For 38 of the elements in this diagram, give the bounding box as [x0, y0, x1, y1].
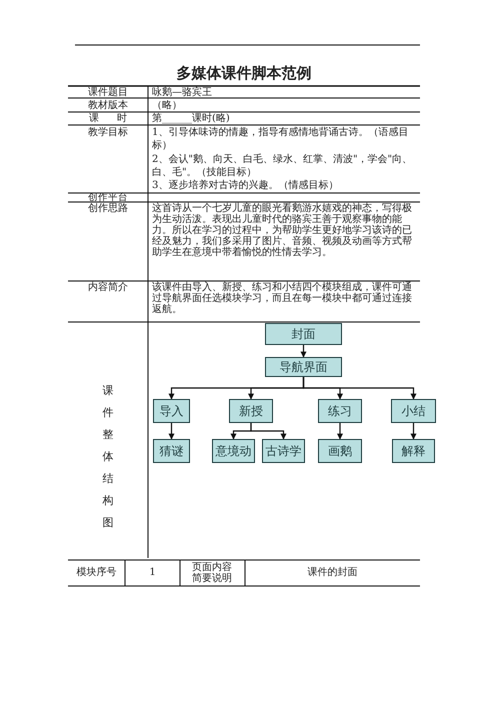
goal-text: 1、引导体味诗的情趣，指导有感情地背诵古诗。（语感目标）: [152, 126, 410, 153]
arrow: [302, 377, 416, 400]
arrow: [250, 423, 286, 440]
goal-text: 3、逐步培养对古诗的兴趣。（情感目标）: [152, 179, 340, 192]
paragraph: 这首诗从一个七岁儿童的眼光看鹅游水嬉戏的神态，写得极为生动活泼。表现出儿童时代的骆宾王善于观察事物的能力。所以在学习的过程中，为帮助学生更好地学习该诗的已经及魅力，我们多采用了图片、音频、视频及动画等方式帮助学生在意境中带着愉悦的性情去学习。: [152, 203, 413, 258]
row-header: 课时: [88, 113, 146, 124]
cell-text: 1: [148, 567, 157, 580]
module-box: 猜谜: [153, 439, 190, 463]
module-box: 导入: [153, 399, 190, 423]
module-box: 意境动: [212, 439, 255, 463]
cell-text: （略）: [152, 100, 183, 110]
arrow: [410, 423, 416, 440]
cell-text: 课件的封面: [306, 567, 358, 580]
row-header: 创作平台: [87, 193, 129, 202]
row-header: 内容简介: [87, 282, 129, 293]
row-header: 模块序号: [76, 567, 118, 580]
module-box: 古诗学: [262, 439, 305, 463]
row-header: 课件题目: [87, 86, 129, 98]
cell-text: 第______课时(略): [152, 113, 231, 124]
module-box: 解释: [392, 439, 435, 463]
row-header: 教学目标: [87, 126, 129, 139]
module-box: 练习: [318, 399, 362, 423]
goal-text: 2、会认"鹅、向天、白毛、绿水、红掌、清波"，学会"向、白、毛"。（技能目标）: [152, 152, 414, 180]
cell-text: 咏鹅—骆宾王: [152, 86, 213, 98]
arrow: [168, 423, 174, 440]
module-box: 导航界面: [265, 357, 342, 377]
row-header: 课件整体结构图: [102, 383, 114, 531]
arrow: [337, 423, 343, 440]
paragraph: 该课件由导入、新授、练习和小结四个模块组成，课件可通过导航界面任选模块学习，而且在每一模块中都可通过连接返航。: [152, 282, 413, 315]
row-header: 创作思路: [87, 203, 129, 214]
row-header: 页面内容简要说明: [191, 562, 233, 584]
page-title: 多媒体课件脚本范例: [176, 64, 312, 82]
arrow: [300, 345, 306, 358]
module-box: 小结: [391, 399, 436, 423]
module-box: 封面: [265, 323, 342, 345]
module-box: 画鹅: [318, 439, 362, 463]
module-box: 新授: [229, 399, 273, 423]
row-header: 教材版本: [87, 100, 129, 110]
